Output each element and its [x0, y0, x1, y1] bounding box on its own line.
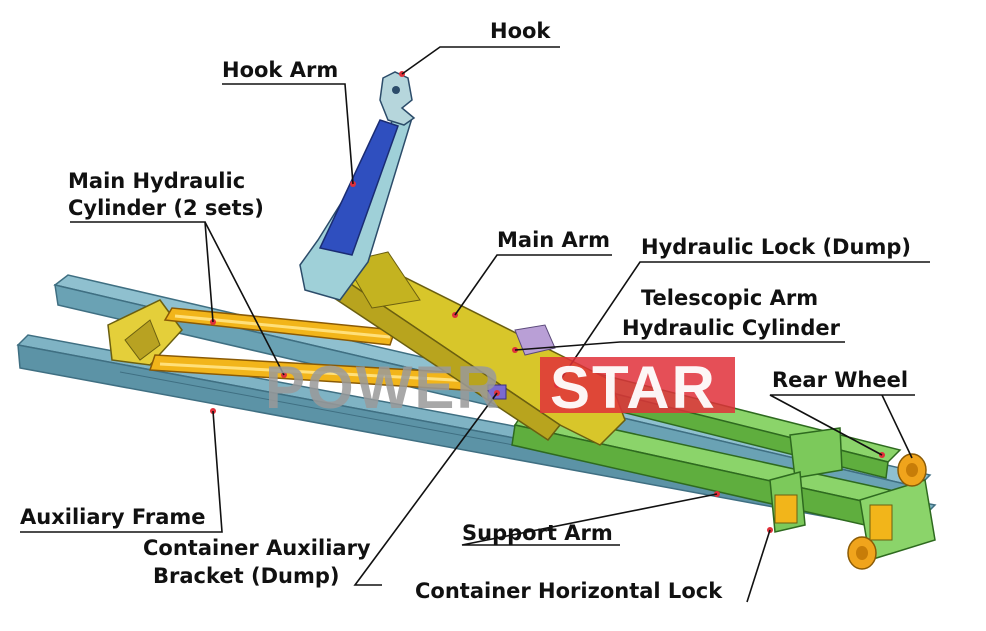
labels: Hook Hook Arm Main Hydraulic Cylinder (2… — [20, 19, 911, 603]
watermark-red-block — [540, 357, 735, 413]
label-main-cylinder-line1: Main Hydraulic — [68, 169, 245, 193]
rear-wheel-assembly — [847, 453, 936, 570]
label-main-arm: Main Arm — [497, 228, 610, 252]
hook-arm — [299, 71, 416, 301]
label-hydraulic-lock: Hydraulic Lock (Dump) — [641, 235, 911, 259]
label-container-aux-line2: Bracket (Dump) — [153, 564, 339, 588]
watermark-right: STAR — [550, 354, 717, 421]
label-auxiliary-frame: Auxiliary Frame — [20, 505, 206, 529]
front-bracket — [107, 299, 183, 366]
leader-lines — [20, 46, 930, 603]
label-hook-arm: Hook Arm — [222, 58, 338, 82]
label-container-aux-line1: Container Auxiliary — [143, 536, 371, 560]
label-hook: Hook — [490, 19, 551, 43]
watermark: POWER STAR — [265, 354, 735, 421]
label-horizontal-lock: Container Horizontal Lock — [415, 579, 723, 603]
label-support-arm: Support Arm — [462, 521, 613, 545]
label-rear-wheel: Rear Wheel — [772, 368, 908, 392]
watermark-left: POWER — [265, 354, 502, 421]
label-main-cylinder-line2: Cylinder (2 sets) — [68, 196, 264, 220]
label-telescopic-line1: Telescopic Arm — [641, 286, 818, 310]
label-telescopic-line2: Hydraulic Cylinder — [622, 316, 841, 340]
